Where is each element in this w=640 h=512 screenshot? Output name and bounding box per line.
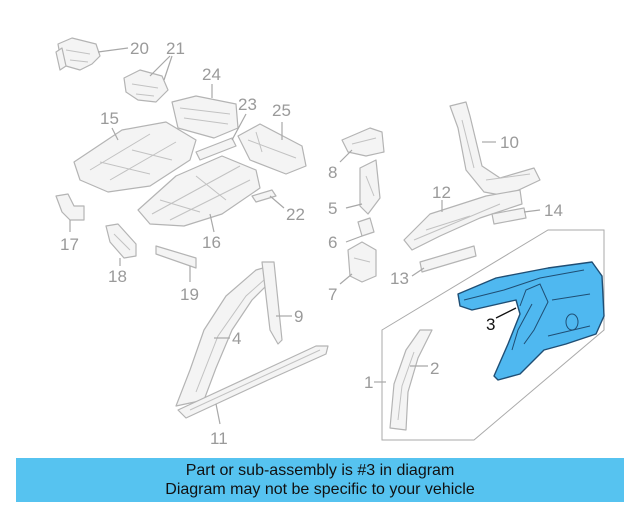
part-23-reinforcement xyxy=(195,137,237,161)
banner-line-2: Diagram may not be specific to your vehi… xyxy=(165,481,475,498)
callout-1: 1 xyxy=(364,373,373,392)
callout-20: 20 xyxy=(130,39,149,58)
callout-22: 22 xyxy=(286,205,305,224)
callout-4: 4 xyxy=(232,329,241,348)
callout-16: 16 xyxy=(202,233,221,252)
part-18-bracket xyxy=(105,223,137,259)
part-6-clip xyxy=(357,217,375,237)
callout-2: 2 xyxy=(430,359,439,378)
callout-3: 3 xyxy=(486,315,495,334)
callout-13: 13 xyxy=(390,269,409,288)
callout-7: 7 xyxy=(328,285,337,304)
banner-line-1: Part or sub-assembly is #3 in diagram xyxy=(185,462,455,479)
part-21-bracket xyxy=(123,69,169,103)
part-17-bracket xyxy=(55,193,85,221)
part-7-pillar-base xyxy=(347,241,377,283)
part-13-reinforcement xyxy=(419,245,477,273)
part-22-bracket xyxy=(251,189,277,203)
callout-11: 11 xyxy=(210,429,228,448)
part-15-front-floor-pan xyxy=(73,121,197,193)
callout-17: 17 xyxy=(60,235,79,254)
part-14-bracket xyxy=(491,207,527,225)
callout-8: 8 xyxy=(328,163,337,182)
part-12-inner-panel xyxy=(403,189,523,251)
callout-24: 24 xyxy=(202,65,221,84)
part-4-pillar-frame xyxy=(175,261,283,407)
part-5-pillar-reinforcement xyxy=(359,159,381,215)
callout-14: 14 xyxy=(544,201,563,220)
part-3-quarter-panel-highlighted xyxy=(457,261,605,381)
callout-5: 5 xyxy=(328,199,337,218)
callout-18: 18 xyxy=(108,267,127,286)
callout-21: 21 xyxy=(166,39,185,58)
callout-10: 10 xyxy=(500,133,519,152)
callout-25: 25 xyxy=(272,101,291,120)
part-11-rocker-panel xyxy=(177,345,329,419)
callout-6: 6 xyxy=(328,233,337,252)
part-2-inner-pillar xyxy=(389,329,433,431)
part-16-floor-panel xyxy=(137,155,261,227)
part-8-bracket xyxy=(341,127,385,157)
callout-15: 15 xyxy=(100,109,119,128)
part-19-reinforcement xyxy=(155,245,197,269)
part-20-bracket xyxy=(55,37,101,71)
callout-12: 12 xyxy=(432,183,451,202)
assembly-1-outline-box xyxy=(381,229,605,441)
callout-23: 23 xyxy=(238,95,257,114)
callout-19: 19 xyxy=(180,285,199,304)
info-banner: Part or sub-assembly is #3 in diagram Di… xyxy=(16,458,624,502)
callout-9: 9 xyxy=(294,307,303,326)
part-10-pillar-reinforcement xyxy=(449,101,541,197)
part-25-rear-floor-panel xyxy=(237,123,307,175)
